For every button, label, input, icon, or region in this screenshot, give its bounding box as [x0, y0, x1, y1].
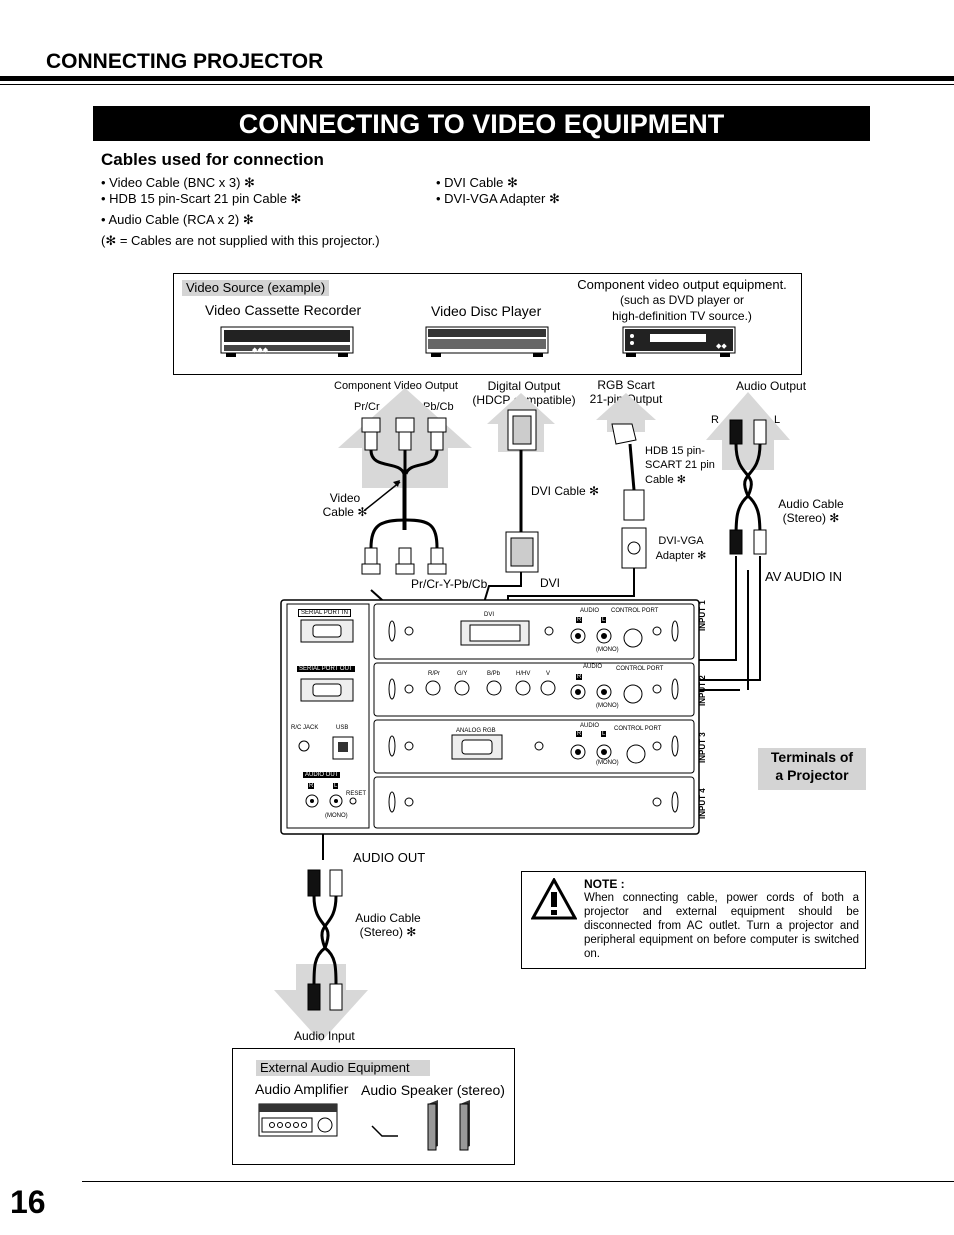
hdb-label3: Cable ✻	[645, 474, 687, 486]
panel-audio-label: AUDIO	[580, 608, 600, 614]
control-port-label2: CONTROL PORT	[616, 666, 664, 672]
pbcb-label: Pb/Cb	[423, 401, 454, 413]
header-rule	[0, 76, 954, 81]
hdb-label1: HDB 15 pin-	[645, 445, 705, 457]
bnc-label: G/Y	[457, 671, 468, 677]
component-output-label: Component Video Output	[334, 380, 458, 392]
terminals-line2: a Projector	[775, 767, 849, 783]
bnc-label: H/HV	[516, 671, 531, 677]
analog-rgb-label: ANALOG RGB	[456, 728, 496, 734]
speaker-icon	[371, 1100, 470, 1151]
note-title: NOTE :	[584, 877, 625, 891]
cable-item: • Video Cable (BNC x 3) ✻	[101, 175, 255, 190]
usb-label: USB	[336, 725, 349, 731]
footer-rule	[82, 1181, 954, 1182]
rc-jack-label: R/C JACK	[291, 725, 319, 731]
input1-label: INPUT 1	[698, 600, 707, 631]
panel-audio-label2: AUDIO	[583, 664, 603, 670]
control-port-label3: CONTROL PORT	[614, 726, 662, 732]
page-banner: CONNECTING TO VIDEO EQUIPMENT	[93, 106, 870, 141]
component-sub2: high-definition TV source.)	[612, 309, 752, 323]
r-tag: R	[576, 731, 583, 737]
terminals-tag: Terminals of a Projector	[758, 748, 866, 790]
audio-output-label: Audio Output	[736, 379, 807, 393]
amp-label: Audio Amplifier	[255, 1081, 349, 1097]
video-cable-label2: Cable ✻	[322, 505, 368, 519]
audio-input-label: Audio Input	[294, 1029, 355, 1043]
hdb-label2: SCART 21 pin	[645, 459, 715, 471]
audio-cable-label: Audio Cable	[778, 497, 844, 511]
input2-label: INPUT 2	[698, 675, 707, 706]
bnc-label: B/Pb	[487, 671, 501, 677]
r-tag: R	[308, 783, 315, 789]
svg-text:◆◆◆: ◆◆◆	[252, 347, 269, 354]
warning-icon	[531, 878, 577, 920]
cable-item: • DVI-VGA Adapter ✻	[436, 191, 560, 206]
note-box: NOTE : When connecting cable, power cord…	[521, 871, 866, 969]
cables-note: (✻ = Cables are not supplied with this p…	[101, 233, 380, 248]
serial-in-label: SERIAL PORT IN	[298, 609, 351, 617]
component-sub1: (such as DVD player or	[619, 293, 745, 307]
amplifier-icon	[258, 1103, 338, 1137]
mono-label2: (MONO)	[596, 647, 619, 653]
audio-l-label: L	[774, 414, 781, 426]
panel-audio-label3: AUDIO	[580, 723, 600, 729]
audio-out-label: AUDIO OUT	[353, 850, 426, 865]
audio-cable-label2: (Stereo) ✻	[782, 511, 840, 525]
bnc-label: R/Pr	[428, 671, 440, 677]
page-number: 16	[10, 1184, 46, 1220]
cable-item: • HDB 15 pin-Scart 21 pin Cable ✻	[101, 191, 302, 206]
panel-audio-out-label: AUDIO OUT	[303, 772, 341, 778]
vcr-label: Video Cassette Recorder	[205, 302, 362, 318]
external-audio-tag: External Audio Equipment	[256, 1060, 430, 1076]
adapter-label1: DVI-VGA	[658, 535, 704, 547]
input3-label: INPUT 3	[698, 732, 707, 763]
arrow-rgb	[596, 393, 656, 432]
panel-dvi-label: DVI	[484, 612, 495, 618]
section-title: CONNECTING PROJECTOR	[46, 50, 324, 73]
vcr-icon: ◆◆◆	[220, 326, 354, 357]
note-body: When connecting cable, power cords of bo…	[584, 892, 859, 960]
l-tag: L	[601, 617, 607, 623]
audio-r-label: R	[711, 414, 719, 426]
speaker-label: Audio Speaker (stereo)	[361, 1082, 505, 1098]
l-tag: L	[601, 731, 607, 737]
arrow-audio-out	[706, 392, 790, 470]
reset-label: RESET	[346, 791, 367, 797]
component-player-icon: ◆◆	[622, 326, 736, 357]
control-port-label: CONTROL PORT	[611, 608, 659, 614]
r-tag: R	[576, 617, 583, 623]
l-tag: L	[333, 783, 339, 789]
audio-cable-b-label2: (Stereo) ✻	[359, 925, 417, 939]
cable-item: • DVI Cable ✻	[436, 175, 518, 190]
prcr-label: Pr/Cr	[354, 401, 380, 413]
dvi-cable-label: DVI Cable ✻	[531, 484, 600, 498]
component-title: Component video output equipment.	[577, 277, 787, 292]
terminals-line1: Terminals of	[770, 749, 854, 765]
mono-label: (MONO)	[325, 813, 348, 819]
disc-label: Video Disc Player	[431, 303, 542, 319]
serial-out-label: SERIAL PORT OUT	[297, 666, 355, 672]
header-rule-thin	[0, 84, 954, 85]
av-audio-in-label: AV AUDIO IN	[765, 569, 843, 584]
cable-item: • Audio Cable (RCA x 2) ✻	[101, 212, 254, 227]
input4-label: INPUT 4	[698, 788, 707, 819]
adapter-label2: Adapter ✻	[655, 550, 707, 562]
rgb-scart-label: RGB Scart	[597, 378, 655, 392]
dvi-label: DVI	[540, 576, 561, 590]
disc-player-icon	[425, 326, 549, 357]
r-tag: R	[576, 674, 583, 680]
mono-label4: (MONO)	[596, 760, 619, 766]
mono-label3: (MONO)	[596, 703, 619, 709]
arrow-audio-input	[274, 964, 368, 1042]
svg-text:◆◆: ◆◆	[716, 343, 727, 350]
video-source-tag: Video Source (example)	[182, 280, 330, 296]
digital-output-label: Digital Output	[487, 379, 561, 393]
cables-title: Cables used for connection	[101, 150, 324, 169]
audio-cable-b-label: Audio Cable	[355, 911, 421, 925]
video-cable-label: Video	[329, 491, 361, 505]
prcrypbcb-label: Pr/Cr-Y-Pb/Cb	[411, 577, 488, 591]
bnc-label: V	[546, 671, 551, 677]
